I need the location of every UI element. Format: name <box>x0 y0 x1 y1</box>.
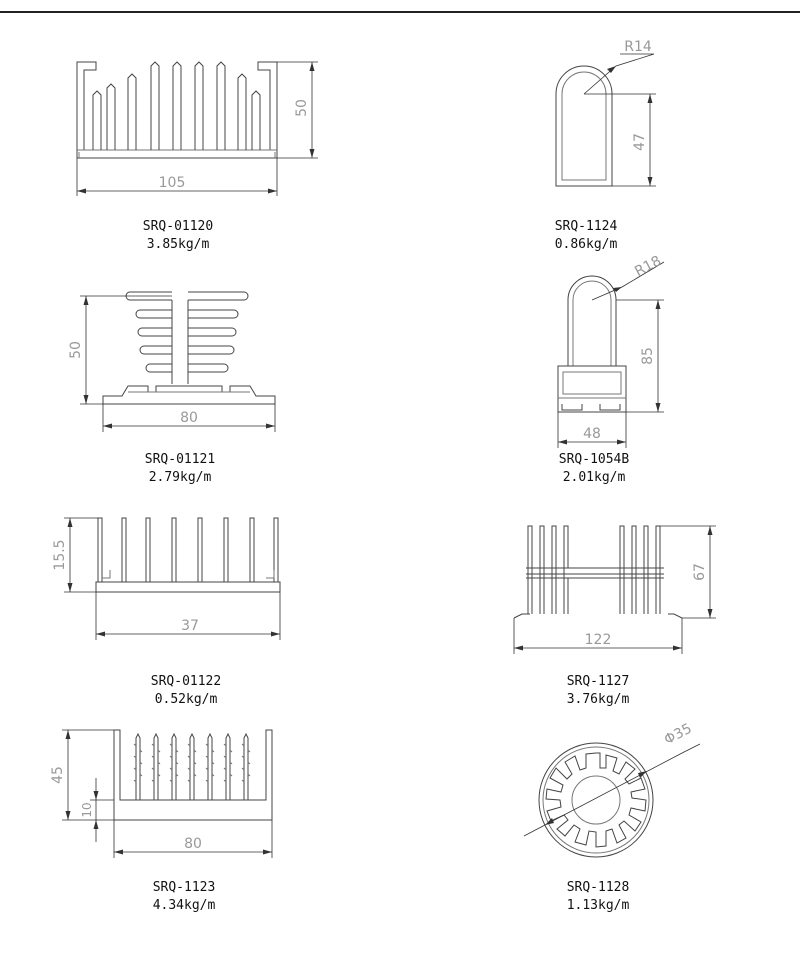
top-rule <box>0 11 800 13</box>
profile-caption-srq-1124: SRQ-1124 0.86kg/m <box>486 218 686 254</box>
profile-code: SRQ-1127 <box>566 674 630 689</box>
dim-height-label: 67 <box>692 563 708 581</box>
dim-height-label: 50 <box>68 341 84 359</box>
profile-weight: 3.76kg/m <box>566 692 630 707</box>
profile-weight: 2.01kg/m <box>562 470 626 485</box>
profile-code: SRQ-01120 <box>142 219 214 234</box>
profile-drawing-srq-1054b: R18 85 48 <box>557 253 665 448</box>
profile-weight: 3.85kg/m <box>146 237 210 252</box>
dim-height-label: 47 <box>632 133 648 151</box>
dim-width-label: 80 <box>180 410 198 426</box>
dim-width-label: 80 <box>184 836 202 852</box>
profile-weight: 1.13kg/m <box>566 898 630 913</box>
dim-radius-label: R18 <box>632 253 664 280</box>
dim-height-label: 50 <box>294 99 310 117</box>
profile-code: SRQ-1123 <box>152 880 216 895</box>
profile-caption-srq-1123: SRQ-1123 4.34kg/m <box>84 879 284 915</box>
profile-code: SRQ-1124 <box>554 219 618 234</box>
profile-drawing-srq-1123: 45 10 80 <box>50 729 273 858</box>
profile-drawing-srq-1128: Φ35 <box>523 721 701 858</box>
profile-caption-srq-1127: SRQ-1127 3.76kg/m <box>498 673 698 709</box>
profile-weight: 0.52kg/m <box>154 692 218 707</box>
dim-diameter-label: Φ35 <box>662 721 695 749</box>
dim-radius-label: R14 <box>624 39 652 55</box>
profile-caption-srq-01122: SRQ-01122 0.52kg/m <box>86 673 286 709</box>
profile-code: SRQ-01121 <box>144 452 216 467</box>
profile-weight: 4.34kg/m <box>152 898 216 913</box>
profile-code: SRQ-1054B <box>558 452 630 467</box>
dim-width-label: 105 <box>159 175 186 191</box>
dim-height-label: 45 <box>50 766 66 784</box>
profile-drawing-srq-01121: 50 80 <box>68 291 276 432</box>
profile-caption-srq-1128: SRQ-1128 1.13kg/m <box>498 879 698 915</box>
dim-width-label: 37 <box>181 618 199 634</box>
dim-height-label: 15.5 <box>52 539 68 570</box>
dim-width-label: 48 <box>583 426 601 442</box>
profile-caption-srq-1054b: SRQ-1054B 2.01kg/m <box>494 451 694 487</box>
profile-drawing-srq-01122: 15.5 37 <box>52 517 281 640</box>
profile-caption-srq-01120: SRQ-01120 3.85kg/m <box>78 218 278 254</box>
profile-drawing-srq-01120: 50 105 <box>76 61 318 196</box>
profile-weight: 2.79kg/m <box>148 470 212 485</box>
profile-weight: 0.86kg/m <box>554 237 618 252</box>
dim-width-label: 122 <box>585 632 612 648</box>
dim-height-label: 85 <box>640 347 656 365</box>
profile-drawing-srq-1124: R14 47 <box>555 39 656 187</box>
profile-caption-srq-01121: SRQ-01121 2.79kg/m <box>80 451 280 487</box>
dim-base-label: 10 <box>80 802 94 817</box>
profile-drawing-srq-1127: 67 122 <box>513 525 716 654</box>
profile-code: SRQ-1128 <box>566 880 630 895</box>
profile-code: SRQ-01122 <box>150 674 222 689</box>
